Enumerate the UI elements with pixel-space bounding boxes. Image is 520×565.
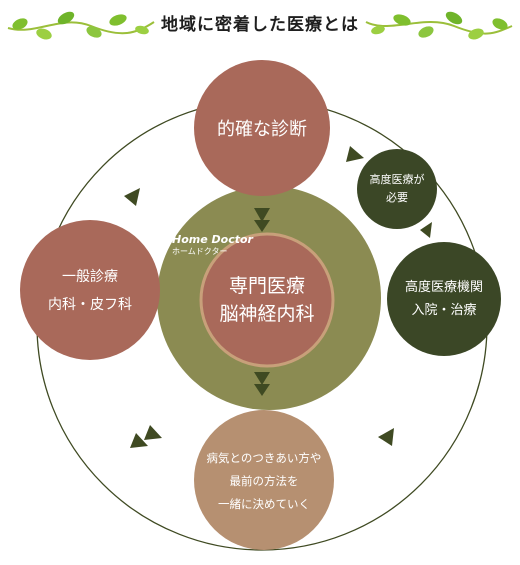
advanced-needed-line2: 必要 [386, 191, 408, 204]
arrow-head-icon [130, 433, 148, 448]
arrow-head-icon [144, 425, 162, 440]
arrow-head-icon [420, 222, 432, 238]
leaf-vine-right-icon [365, 11, 513, 40]
advanced-needed-node: 高度医療が 必要 [357, 170, 437, 208]
diagnosis-label: 的確な診断 [217, 119, 307, 140]
arrow-head-icon [254, 208, 270, 222]
general-circle [20, 220, 160, 360]
advanced-needed-circle [357, 149, 437, 229]
general-line1: 一般診療 [62, 269, 118, 285]
general-line2: 内科・皮フ科 [48, 297, 132, 313]
leaf-vine-left-icon [7, 11, 155, 40]
advanced-institution-circle [387, 242, 501, 356]
diagnosis-node: 的確な診断 [194, 100, 330, 156]
arrow-head-icon [346, 146, 364, 162]
arrow-head-icon [378, 428, 394, 446]
home-doctor-en: Home Doctor [172, 233, 253, 246]
decide-line2: 最前の方法を [229, 473, 299, 488]
advanced-needed-line1: 高度医療が [369, 173, 425, 187]
arrow-head-icon [254, 372, 270, 385]
decide-circle [194, 410, 334, 550]
advanced-institution-node: 高度医療機関 入院・治療 [388, 276, 500, 322]
arrow-head-icon [124, 188, 140, 206]
decide-line1: 病気とのつきあい方や [206, 450, 322, 465]
page-title: 地域に密着した医療とは [161, 15, 359, 35]
specialist-line1: 専門医療 [228, 274, 305, 297]
diagnosis-circle [194, 60, 330, 196]
home-doctor-ja: ホームドクター [172, 247, 228, 256]
specialist-line2: 脳神経内科 [219, 303, 315, 325]
specialist-circle [199, 232, 335, 368]
advanced-institution-line1: 高度医療機関 [404, 279, 483, 295]
arrow-head-icon [254, 384, 270, 396]
decide-line3: 一緒に決めていく [218, 496, 310, 511]
advanced-institution-line2: 入院・治療 [411, 303, 477, 318]
general-node: 一般診療 内科・皮フ科 [20, 262, 160, 320]
decide-node: 病気とのつきあい方や 最前の方法を 一緒に決めていく [194, 446, 334, 516]
specialist-node: 専門医療 脳神経内科 [201, 264, 333, 336]
arrow-head-icon [254, 220, 270, 232]
home-doctor-label: Home Doctor ホームドクター [172, 230, 282, 260]
